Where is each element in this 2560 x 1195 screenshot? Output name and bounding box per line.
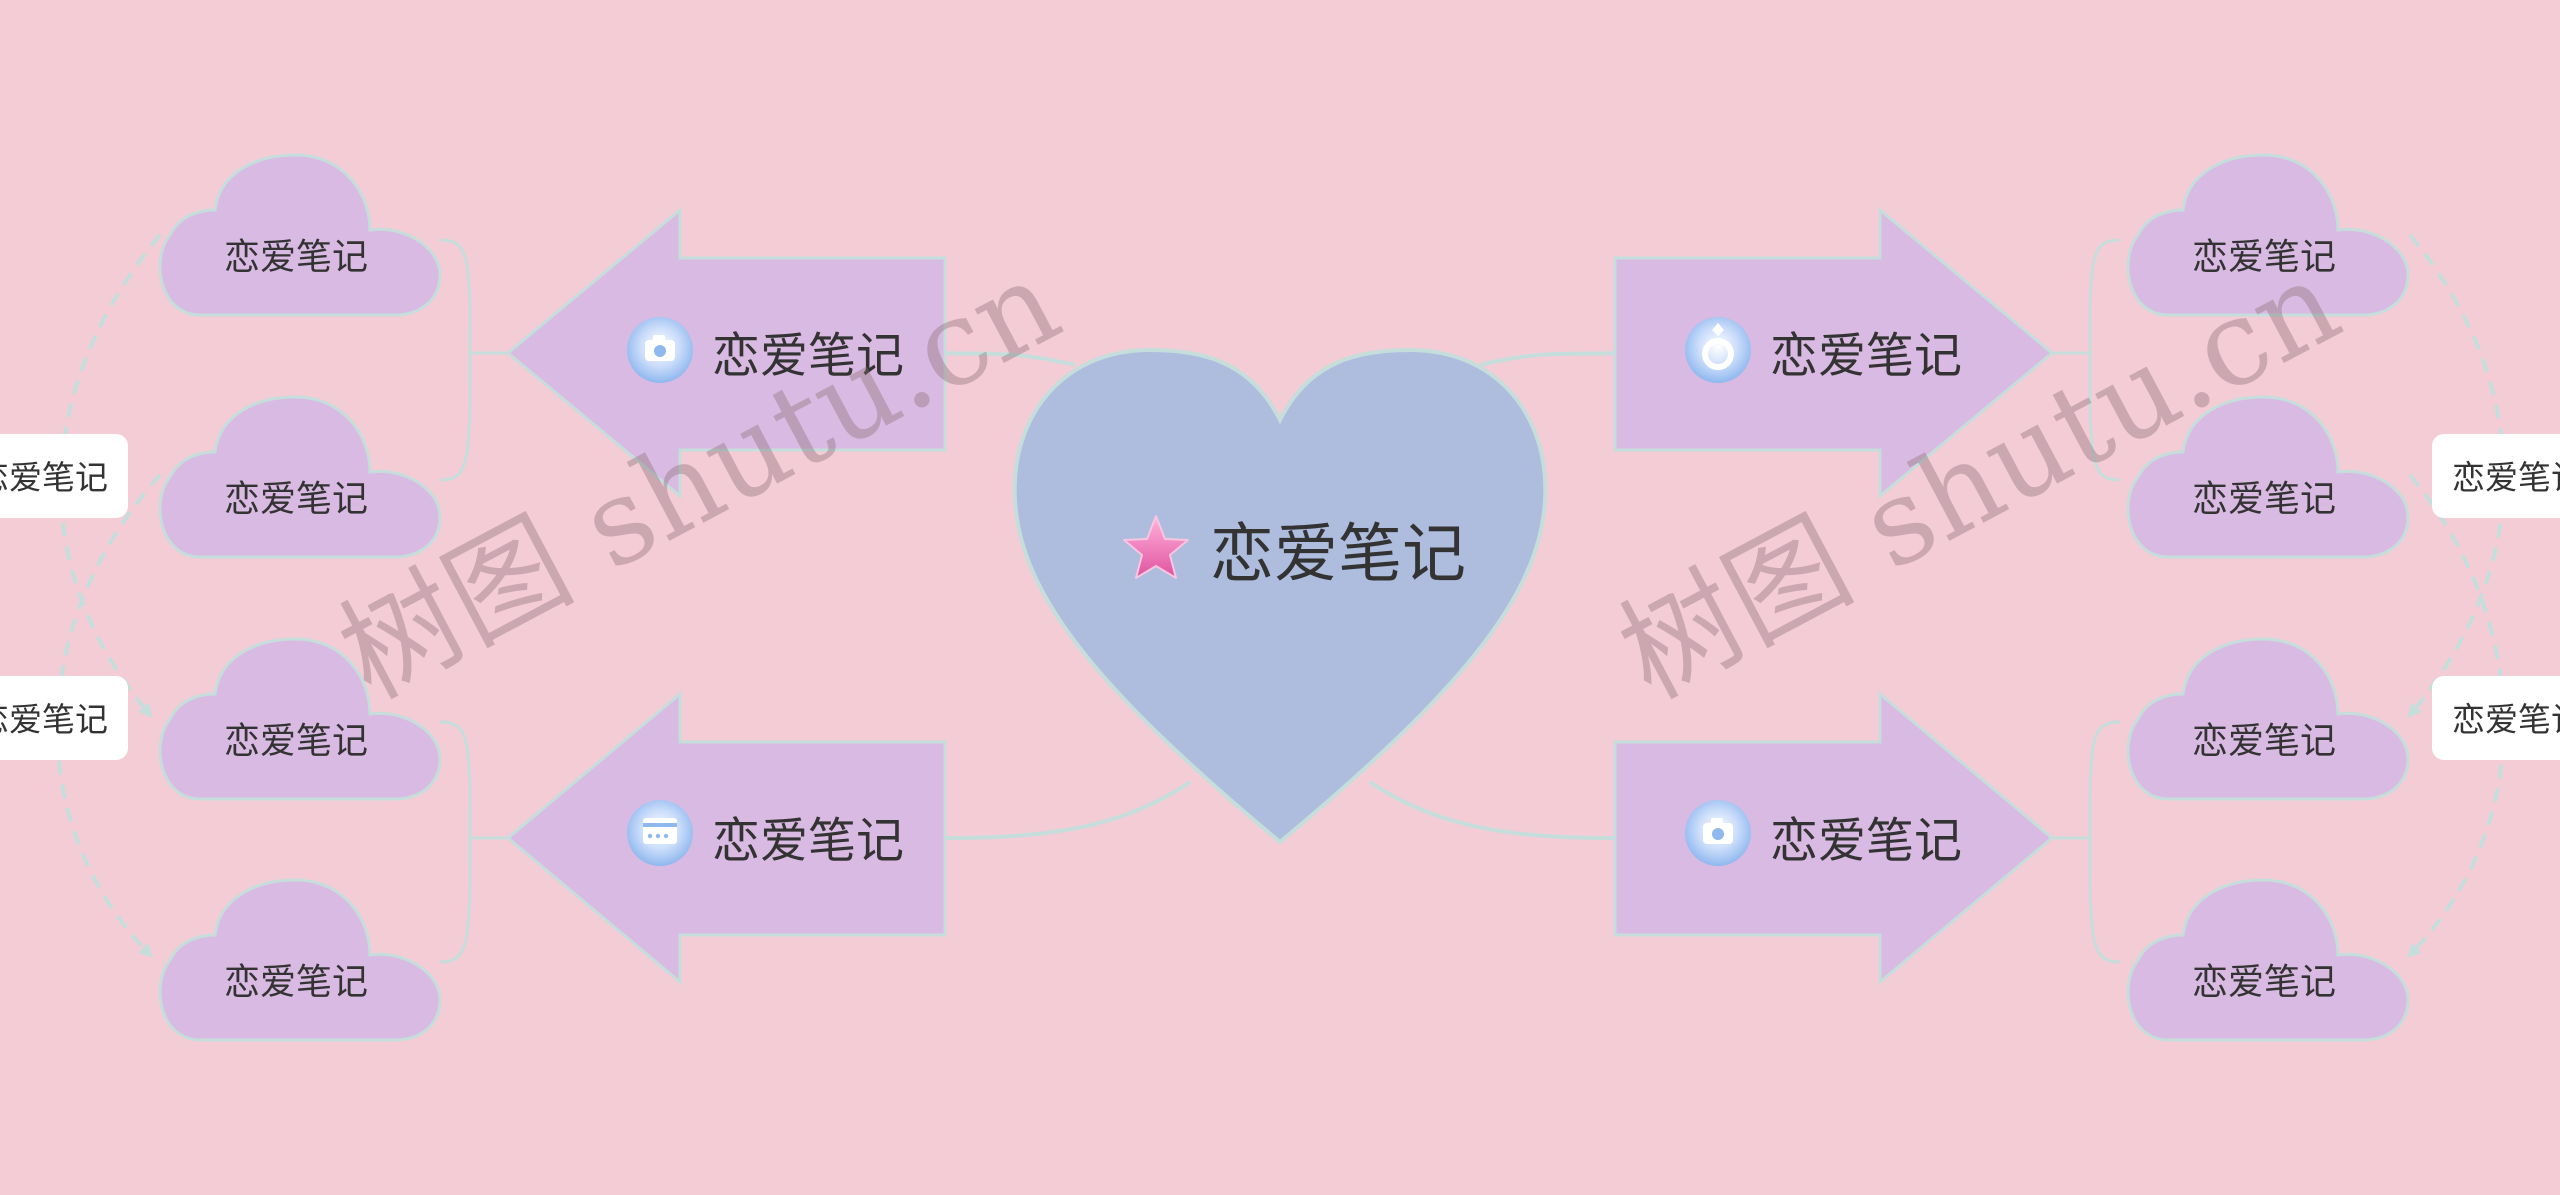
subtopic-cloud-right-4[interactable]: 恋爱笔记 [2126, 878, 2410, 1042]
connector-right-top-sub1 [2052, 238, 2121, 355]
star-icon [1123, 515, 1189, 579]
connector-left-top-sub1 [439, 238, 508, 355]
relation-label-left-1[interactable]: 恋爱笔记 [0, 434, 128, 518]
subtopic-cloud-left-4[interactable]: 恋爱笔记 [158, 878, 442, 1042]
main-topic-label: 恋爱笔记 [1770, 813, 1962, 869]
tag-label: 恋爱笔记 [2452, 458, 2560, 497]
main-topic-label: 恋爱笔记 [712, 813, 904, 869]
heart-shape [1012, 347, 1548, 845]
camera-icon [1685, 800, 1751, 866]
root-node[interactable]: 恋爱笔记 [1012, 347, 1548, 845]
connector-root-right-bottom [1368, 780, 1616, 840]
cloud-shape [2126, 395, 2410, 559]
subtopic-cloud-right-1[interactable]: 恋爱笔记 [2126, 153, 2410, 317]
arrow-right-shape [1613, 206, 2055, 500]
tag-box [0, 676, 128, 760]
card-icon [627, 800, 693, 866]
subtopic-label: 恋爱笔记 [2192, 962, 2336, 1003]
arrow-left-shape [505, 690, 947, 986]
main-topic-right-bottom[interactable]: 恋爱笔记 [1613, 690, 2055, 986]
subtopic-label: 恋爱笔记 [2192, 237, 2336, 278]
subtopic-label: 恋爱笔记 [224, 479, 368, 520]
cloud-shape [2126, 153, 2410, 317]
connector-left-bottom-sub4 [439, 837, 472, 964]
main-topic-left-bottom[interactable]: 恋爱笔记 [505, 690, 947, 986]
subtopic-label: 恋爱笔记 [224, 237, 368, 278]
main-topic-label: 恋爱笔记 [712, 328, 904, 384]
relationship-right-1 [2407, 233, 2506, 719]
cloud-shape [158, 153, 442, 317]
subtopic-connectors [439, 238, 2121, 964]
subtopic-cloud-right-3[interactable]: 恋爱笔记 [2126, 637, 2410, 801]
tag-box [2432, 676, 2560, 760]
ring-icon [1685, 317, 1751, 383]
cloud-shape [2126, 637, 2410, 801]
relationship-left-1 [58, 233, 162, 719]
cloud-shape [158, 395, 442, 559]
connector-right-bottom-sub3 [2052, 720, 2121, 840]
cloud-shape [158, 878, 442, 1042]
connector-right-bottom-sub4 [2088, 837, 2121, 964]
tag-label: 恋爱笔记 [0, 458, 108, 497]
subtopic-cloud-left-3[interactable]: 恋爱笔记 [158, 637, 442, 801]
connector-left-top-sub2 [439, 352, 472, 482]
relation-label-right-1[interactable]: 恋爱笔记 [2432, 434, 2560, 518]
subtopic-label: 恋爱笔记 [2192, 479, 2336, 520]
tag-box [0, 434, 128, 518]
cloud-shape [2126, 878, 2410, 1042]
tag-box [2432, 434, 2560, 518]
subtopic-cloud-left-1[interactable]: 恋爱笔记 [158, 153, 442, 317]
connector-root-left-top [944, 351, 1076, 367]
connector-right-top-sub2 [2088, 352, 2121, 482]
main-topic-right-top[interactable]: 恋爱笔记 [1613, 206, 2055, 500]
tag-label: 恋爱笔记 [2452, 700, 2560, 739]
arrow-right-shape [1613, 690, 2055, 986]
connector-root-right-top [1479, 351, 1616, 367]
connector-left-bottom-sub3 [439, 720, 508, 840]
cloud-shape [158, 637, 442, 801]
root-connectors [944, 351, 1616, 840]
arrow-left-shape [505, 206, 947, 500]
relation-label-left-2[interactable]: 恋爱笔记 [0, 676, 128, 760]
main-topic-left-top[interactable]: 恋爱笔记 [505, 206, 947, 500]
subtopic-cloud-left-2[interactable]: 恋爱笔记 [158, 395, 442, 559]
connector-root-left-bottom [944, 780, 1192, 840]
camera-icon [627, 317, 693, 383]
subtopic-cloud-right-2[interactable]: 恋爱笔记 [2126, 395, 2410, 559]
subtopic-label: 恋爱笔记 [224, 962, 368, 1003]
subtopic-label: 恋爱笔记 [224, 721, 368, 762]
main-topic-label: 恋爱笔记 [1770, 328, 1962, 384]
relation-label-right-2[interactable]: 恋爱笔记 [2432, 676, 2560, 760]
subtopic-label: 恋爱笔记 [2192, 721, 2336, 762]
tag-label: 恋爱笔记 [0, 700, 108, 739]
root-label: 恋爱笔记 [1210, 518, 1466, 592]
